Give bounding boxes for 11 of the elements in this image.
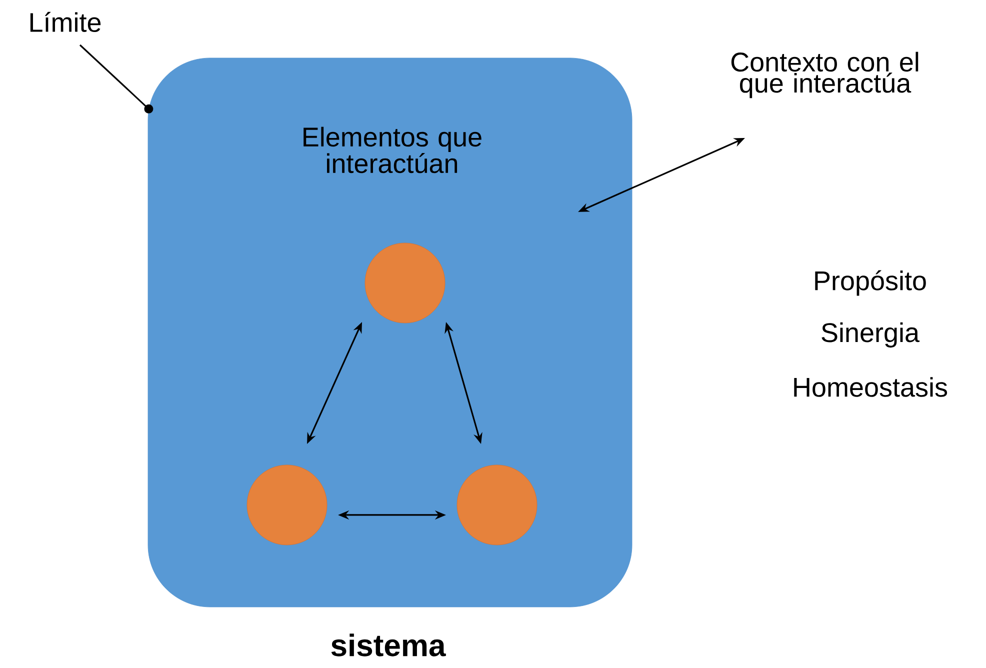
label: Propósito — [815, 270, 926, 296]
ball — [364, 242, 446, 324]
callout-text: Contexto con el que interactúa — [731, 52, 918, 98]
system-box: Elementos que interactúan — [148, 58, 632, 608]
system-title: sistema — [331, 634, 446, 656]
callout-text: Límite — [30, 12, 101, 32]
label: Homeostasis — [794, 377, 948, 397]
label: Sinergia — [822, 322, 920, 348]
leader-line — [79, 44, 154, 114]
ball — [246, 464, 328, 546]
ball — [456, 464, 538, 546]
